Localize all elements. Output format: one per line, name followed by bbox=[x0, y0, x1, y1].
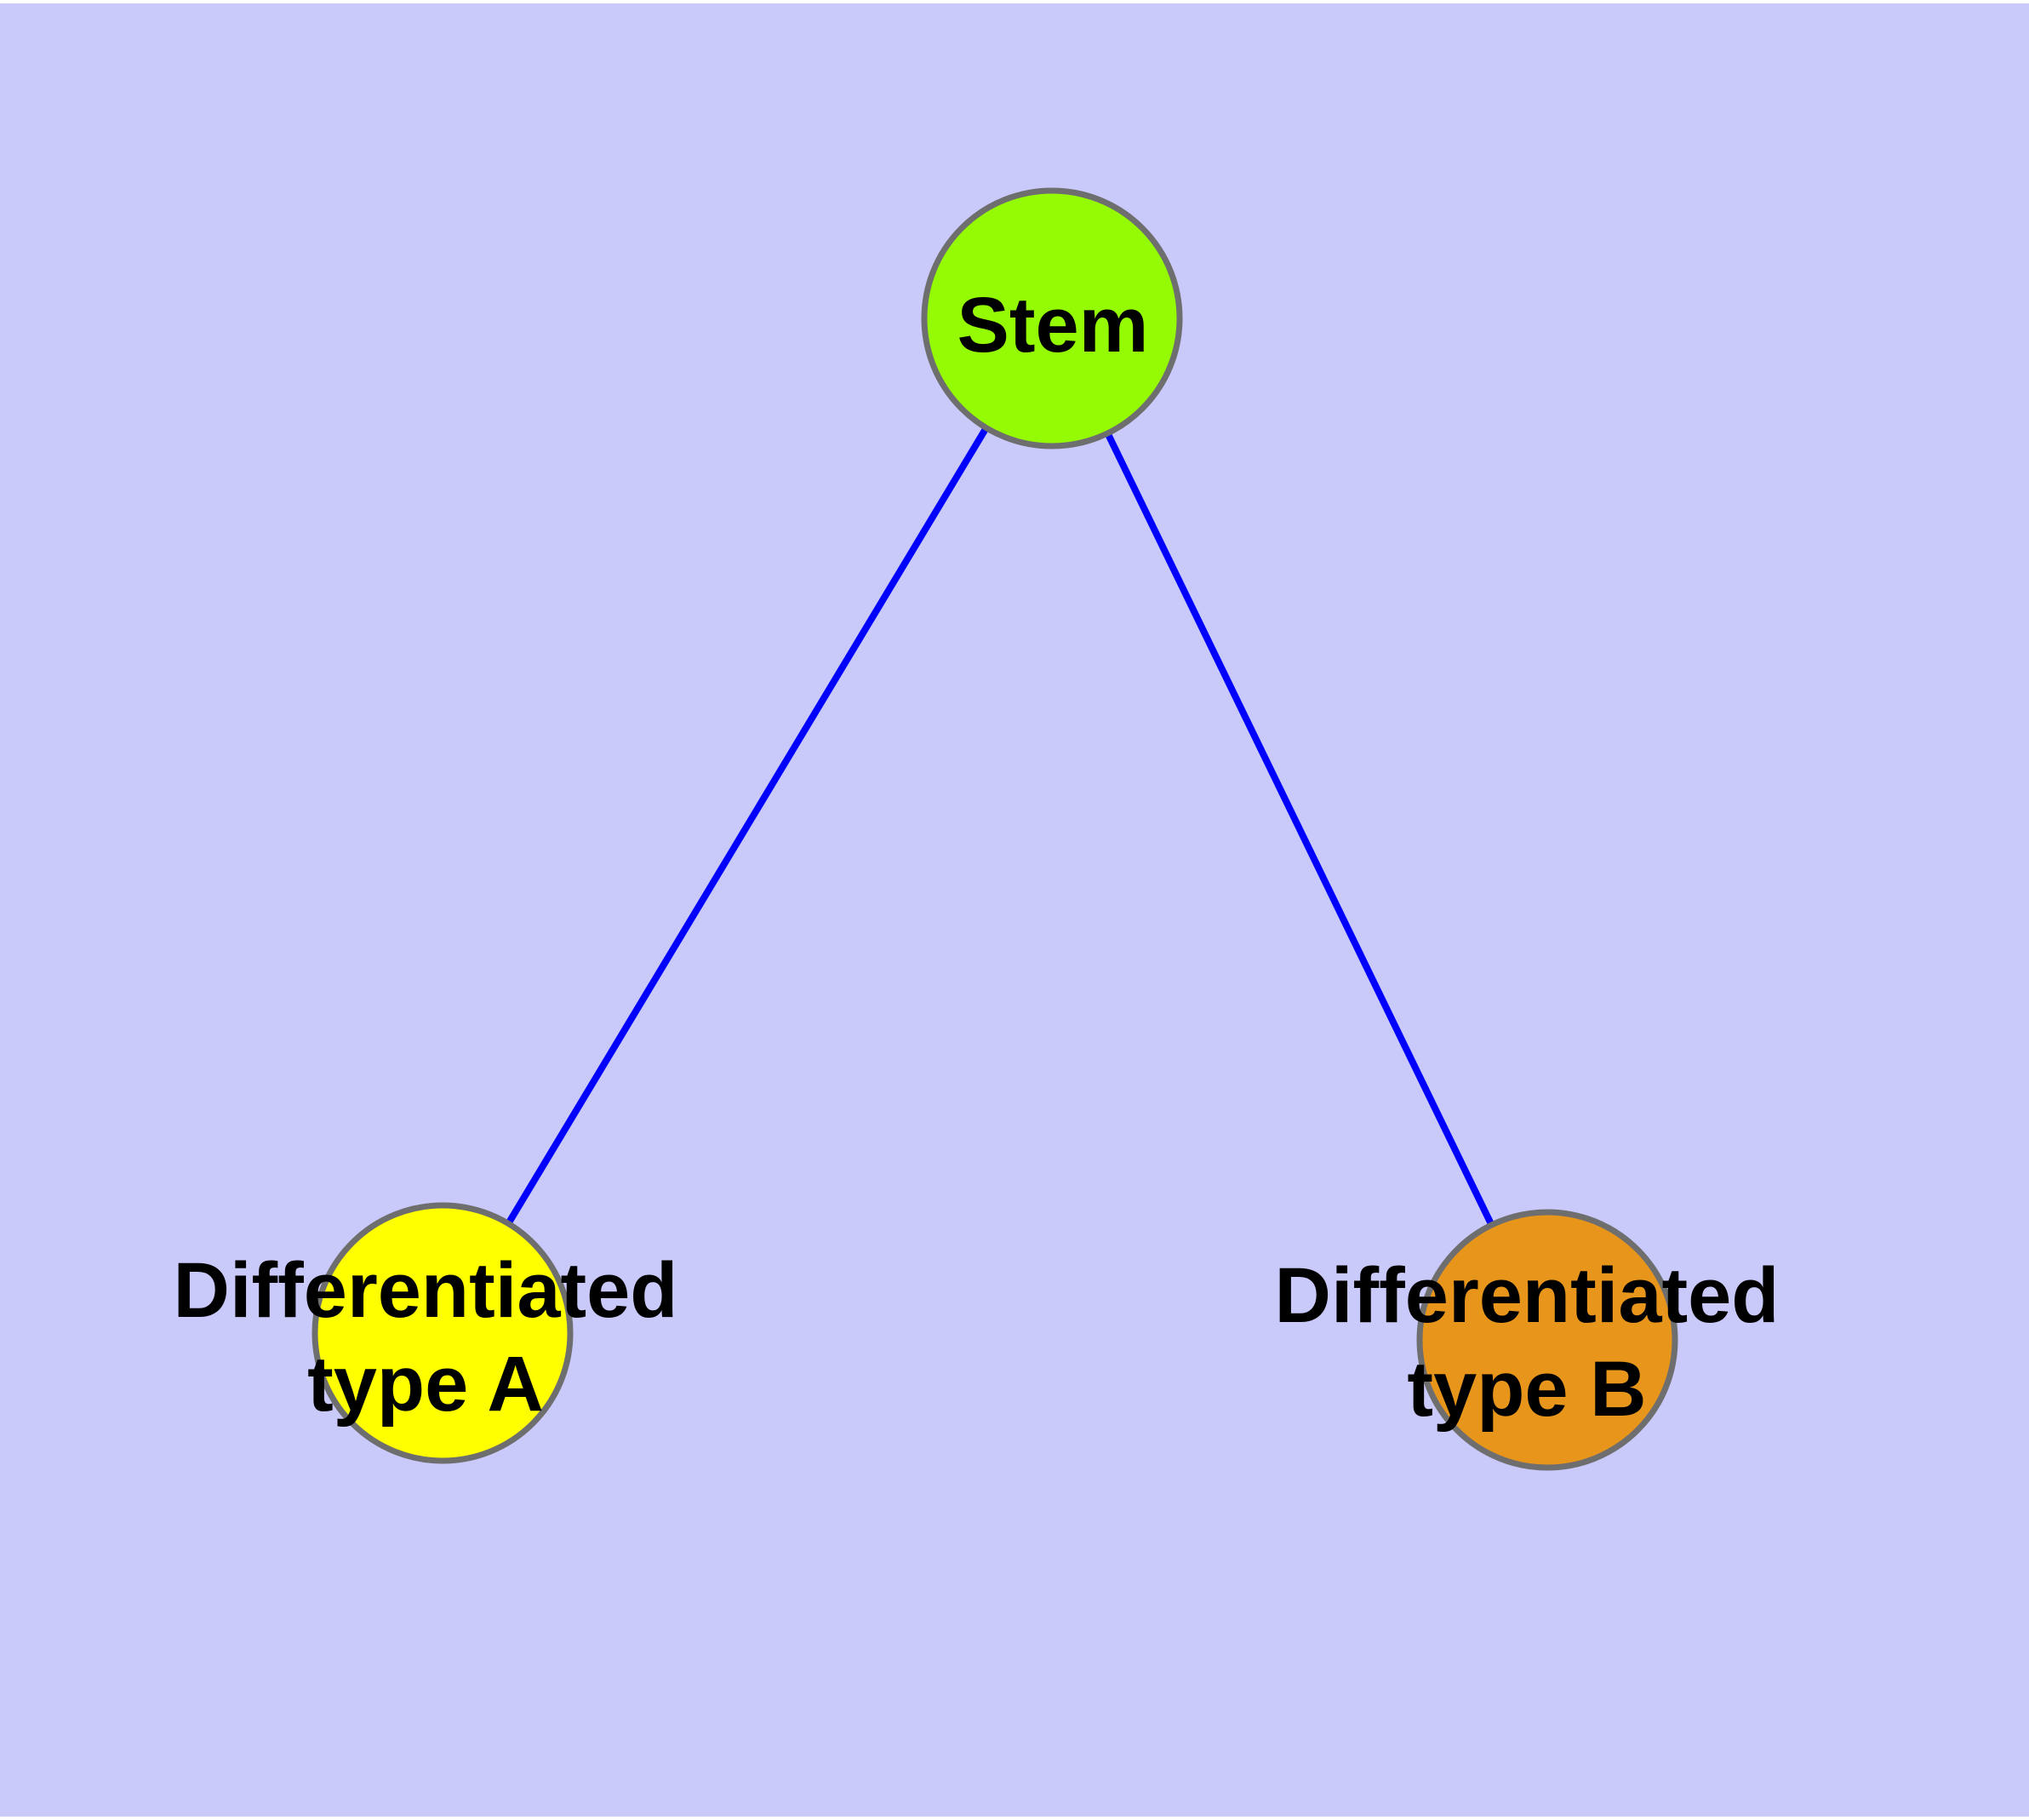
edge-stem-to-type-a bbox=[439, 316, 1055, 1336]
node-circle-type-a bbox=[311, 1202, 574, 1464]
node-label-type-a-line2: type A bbox=[307, 1341, 544, 1428]
node-label-type-b-line1: Differentiated bbox=[1275, 1252, 1780, 1339]
node-label-type-b-line2: type B bbox=[1407, 1346, 1646, 1433]
edge-stem-to-type-b bbox=[1049, 317, 1551, 1342]
node-circle-stem bbox=[921, 187, 1183, 449]
node-label-stem: Stem bbox=[957, 282, 1149, 369]
node-label-type-a-line1: Differentiated bbox=[174, 1247, 678, 1334]
node-circle-type-b bbox=[1416, 1209, 1678, 1471]
